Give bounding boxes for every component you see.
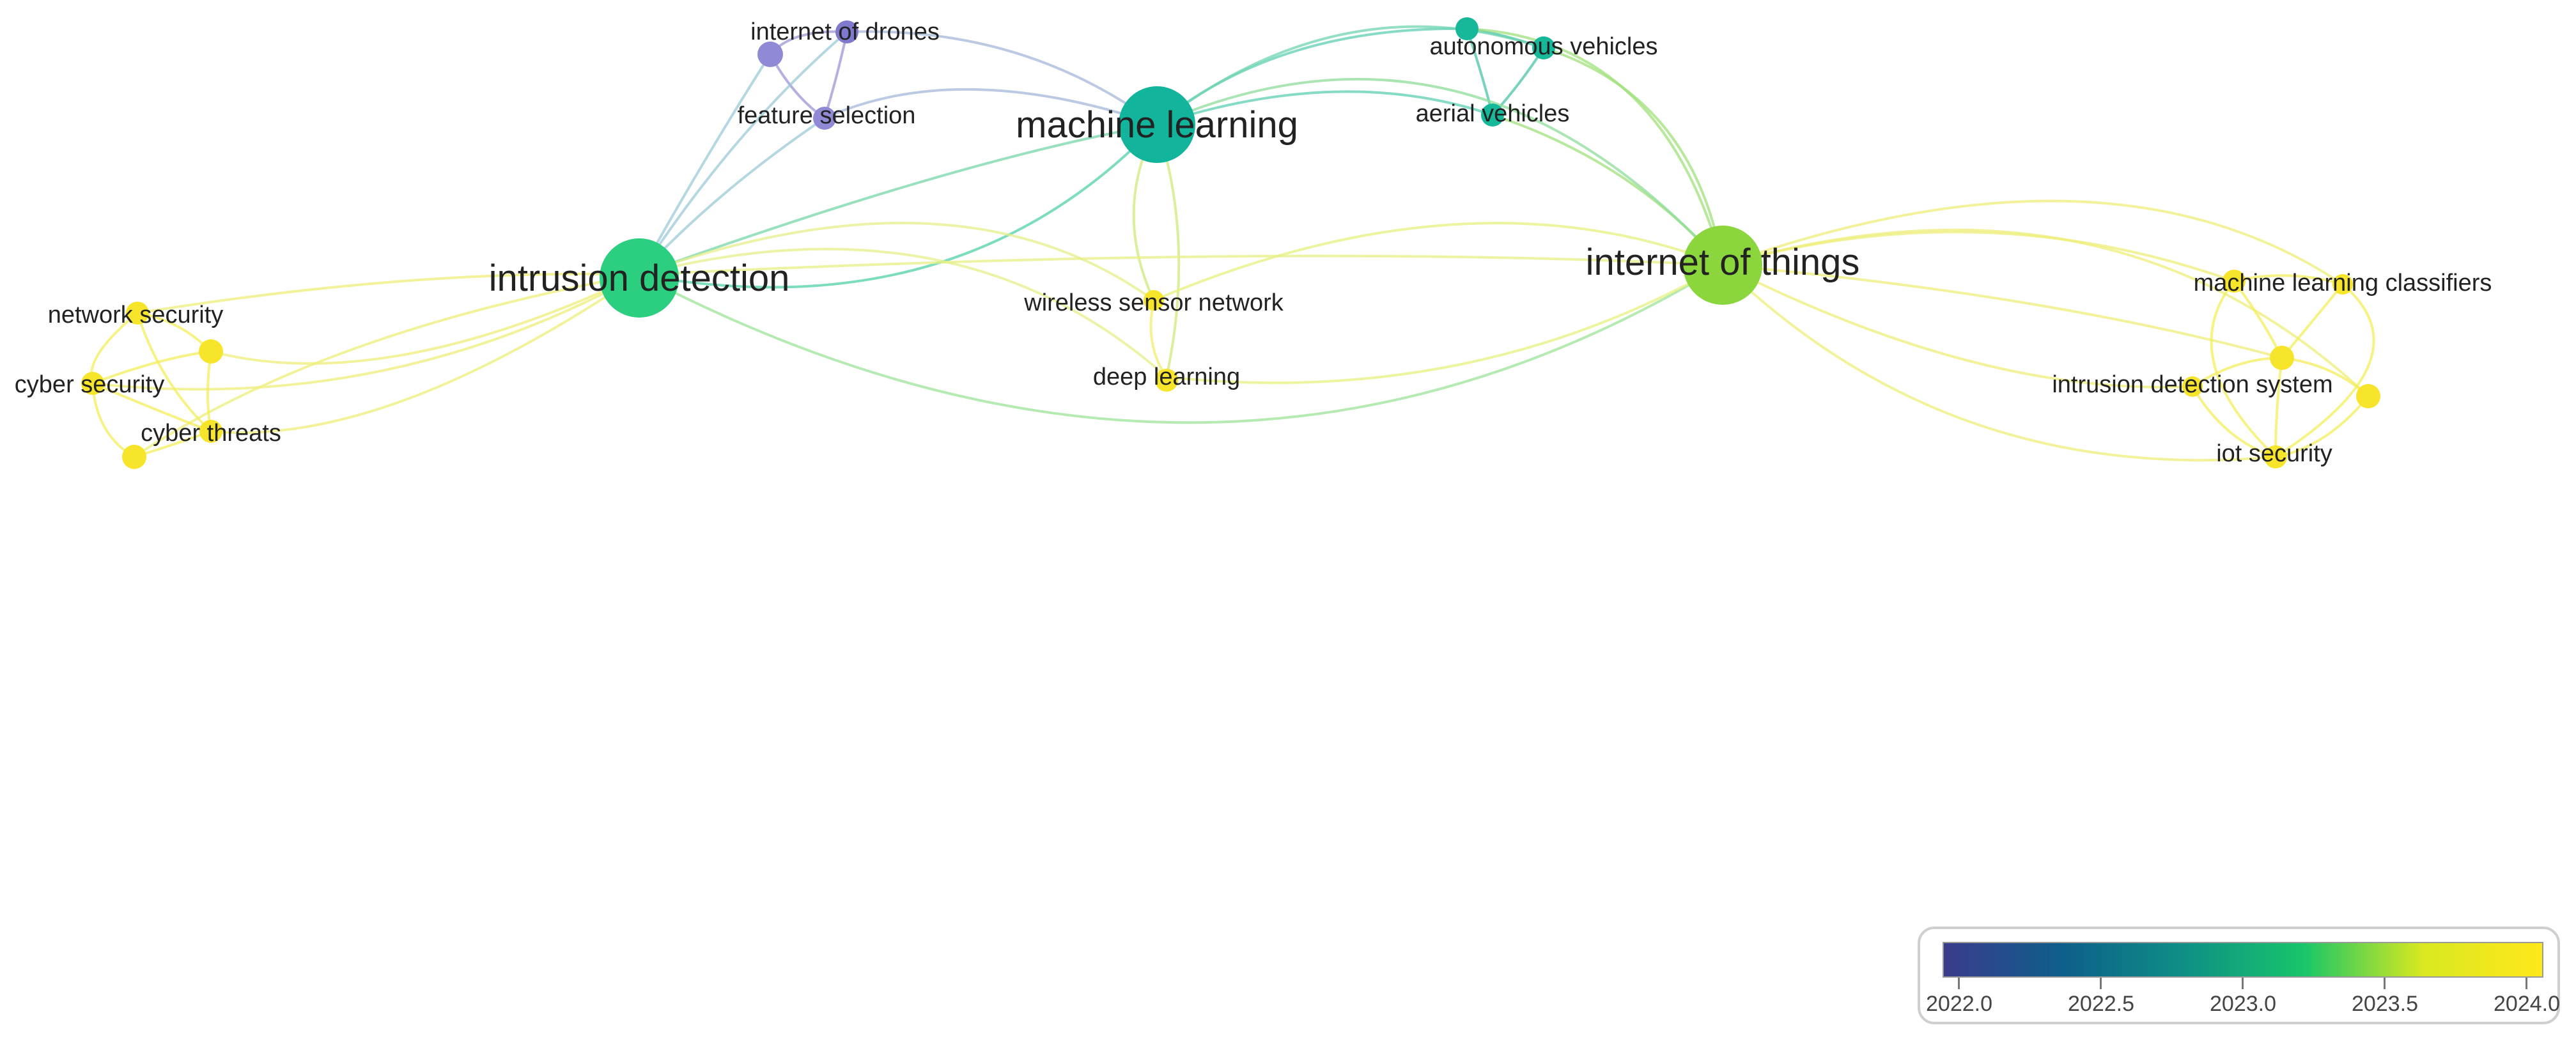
node-machine-learning-classifiers-2[interactable] (2332, 274, 2353, 295)
tick-mark (2100, 978, 2102, 989)
legend-tick-label: 2022.0 (1926, 992, 1992, 1016)
legend-tick-marks (1943, 978, 2543, 992)
label-autonomous-vehicles: autonomous vehicles (1430, 33, 1658, 60)
label-cyber-threats: cyber threats (141, 420, 281, 447)
legend-tick-label: 2024.0 (2494, 992, 2560, 1016)
label-machine-learning-classifiers: machine learning classifiers (2194, 270, 2492, 296)
node-autonomous-vehicles-2[interactable] (1532, 36, 1555, 59)
node-cyber-threats[interactable] (199, 420, 222, 443)
node-wireless-sensor-network[interactable] (1144, 290, 1164, 311)
node-intrusion-detection-system[interactable] (2182, 376, 2203, 397)
node-machine-learning-classifiers[interactable] (2223, 270, 2246, 293)
node-internet-of-drones[interactable] (835, 20, 858, 43)
node-iot-security[interactable] (2264, 445, 2287, 468)
node-machine-learning[interactable] (1119, 86, 1195, 163)
label-network-security: network security (48, 302, 224, 328)
label-internet-of-drones: internet of drones (750, 19, 940, 45)
node-autonomous-vehicles[interactable] (1455, 17, 1478, 40)
tick-mark (2526, 978, 2527, 989)
legend-tick-label: 2022.5 (2068, 992, 2134, 1016)
node-internet-of-things[interactable] (1683, 226, 1762, 305)
node-yellow-left-a[interactable] (199, 339, 223, 364)
node-aerial-vehicles[interactable] (1481, 104, 1504, 127)
node-yellow-left-b[interactable] (122, 445, 146, 469)
node-deep-learning[interactable] (1155, 369, 1178, 392)
label-intrusion-detection-system: intrusion detection system (2052, 371, 2332, 398)
label-intrusion-detection: intrusion detection (489, 258, 790, 299)
color-scale-bar (1943, 942, 2543, 978)
label-cyber-security: cyber security (15, 371, 164, 398)
label-internet-of-things: internet of things (1586, 242, 1860, 283)
node-yellow-right-b[interactable] (2356, 384, 2380, 408)
node-labels: intrusion detection machine learning int… (15, 19, 2492, 467)
node-feature-selection[interactable] (813, 107, 836, 130)
label-feature-selection: feature selection (738, 102, 916, 129)
legend-tick-label: 2023.0 (2210, 992, 2276, 1016)
node-yellow-right-hub[interactable] (2270, 346, 2294, 370)
label-deep-learning: deep learning (1093, 364, 1240, 390)
legend-tick-label: 2023.5 (2352, 992, 2418, 1016)
year-color-legend: 2022.0 2022.5 2023.0 2023.5 2024.0 (1918, 927, 2560, 1024)
node-internet-of-drones-2[interactable] (757, 42, 783, 67)
label-machine-learning: machine learning (1016, 104, 1298, 146)
network-edges (89, 25, 2375, 462)
tick-mark (2384, 978, 2386, 989)
node-intrusion-detection[interactable] (600, 238, 679, 318)
network-nodes (81, 17, 2380, 469)
tick-mark (2242, 978, 2244, 989)
node-network-security[interactable] (126, 302, 149, 325)
node-cyber-security[interactable] (81, 372, 104, 395)
label-iot-security: iot security (2216, 440, 2332, 467)
label-aerial-vehicles: aerial vehicles (1416, 100, 1570, 127)
tick-mark (1958, 978, 1960, 989)
label-wireless-sensor-network: wireless sensor network (1023, 289, 1284, 316)
